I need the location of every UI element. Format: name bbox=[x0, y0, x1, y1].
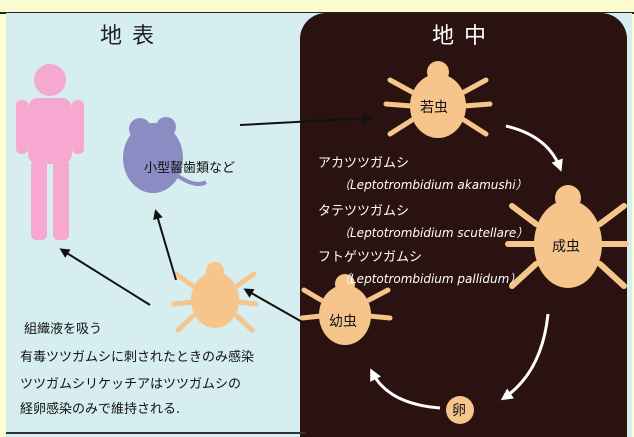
species-2-latin: （Leptotrombidium scutellare） bbox=[338, 226, 529, 240]
arrow-mite-to-human bbox=[59, 248, 151, 306]
surface-title: 地表 bbox=[100, 24, 165, 49]
underground-title: 地中 bbox=[432, 24, 497, 49]
species-1-name: アカツツガムシ bbox=[318, 156, 410, 171]
arrow-rodent-to-larva bbox=[239, 113, 373, 126]
rodent-label: 小型齧歯類など bbox=[144, 161, 236, 176]
species-3-name: フトゲツツガムシ bbox=[318, 250, 423, 265]
caption-line-3: ツツガムシリケッチアはツツガムシの bbox=[20, 377, 242, 392]
surface-mite-icon bbox=[171, 262, 259, 333]
arrow-juvenile-to-mite bbox=[243, 288, 305, 324]
species-3-latin: （Leptotrombidium pallidum） bbox=[338, 272, 522, 286]
larva-mite-icon bbox=[383, 61, 493, 138]
caption-line-2: 有毒ツツガムシに刺されたときのみ感染 bbox=[20, 350, 255, 365]
arrow-larva-to-adult bbox=[505, 124, 563, 172]
larva-label: 若虫 bbox=[420, 100, 448, 116]
egg-label: 卵 bbox=[452, 403, 466, 419]
juvenile-label: 幼虫 bbox=[329, 314, 357, 330]
caption-line-4: 経卵感染のみで維持される. bbox=[20, 402, 181, 417]
adult-label: 成虫 bbox=[552, 239, 580, 255]
adult-mite-icon bbox=[505, 185, 629, 289]
species-1-latin: （Leptotrombidium akamushi） bbox=[338, 178, 528, 192]
bottom-rule bbox=[6, 432, 306, 434]
caption-line-1: 組織液を吸う bbox=[24, 322, 103, 337]
arrow-egg-to-juvenile bbox=[370, 368, 441, 410]
juvenile-mite-icon bbox=[299, 274, 393, 345]
arrow-adult-to-egg bbox=[500, 313, 550, 401]
arrow-mite-to-rodent bbox=[153, 209, 177, 281]
species-2-name: タテツツガムシ bbox=[318, 204, 410, 219]
rodent-icon bbox=[123, 117, 208, 193]
human-icon bbox=[16, 64, 84, 240]
egg-icon bbox=[446, 396, 474, 424]
